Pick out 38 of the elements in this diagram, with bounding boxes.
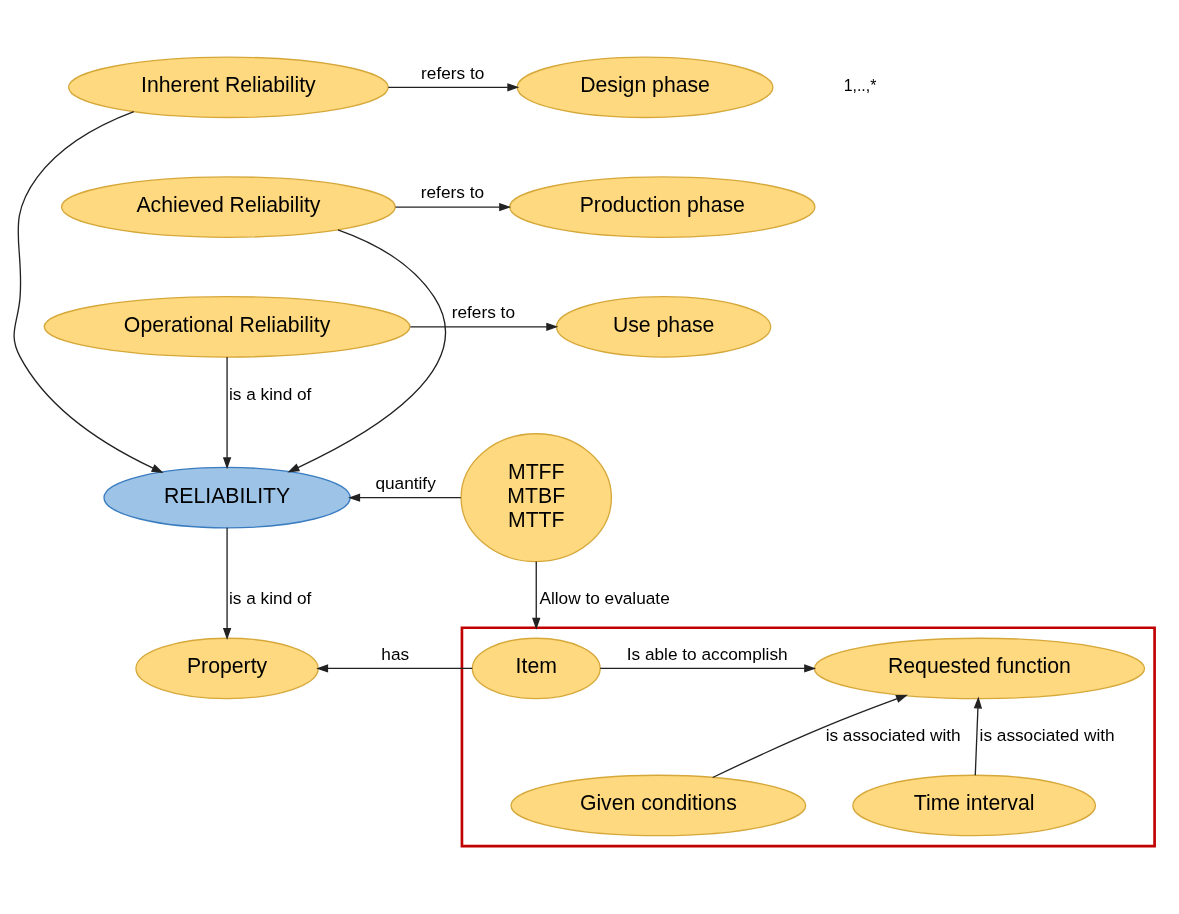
node-ellipse: Time interval xyxy=(852,774,1097,837)
edge-label: is associated with xyxy=(979,725,1115,746)
node-ellipse: Production phase xyxy=(509,176,816,238)
arrow xyxy=(348,493,462,502)
node-ellipse: Achieved Reliability xyxy=(60,176,396,238)
arrow xyxy=(387,83,520,92)
arrow xyxy=(394,202,512,212)
node-ellipse: Given conditions xyxy=(510,774,807,837)
node-ellipse: MTFF MTBF MTTF xyxy=(460,433,613,563)
edge-label: quantify xyxy=(375,472,436,493)
arrow xyxy=(973,696,983,776)
arrow xyxy=(532,560,541,630)
edge-label: is a kind of xyxy=(229,383,312,404)
node-ellipse: Operational Reliability xyxy=(43,296,411,358)
arrow xyxy=(287,229,447,473)
arrow xyxy=(712,694,908,779)
edge-label: is a kind of xyxy=(229,588,312,609)
edge-label: refers to xyxy=(420,182,485,203)
arrow xyxy=(599,664,817,673)
node-ellipse: Requested function xyxy=(813,637,1146,700)
node-ellipse: Use phase xyxy=(555,296,772,358)
node-ellipse: Property xyxy=(135,637,319,700)
arrow xyxy=(316,664,473,673)
label: 1,..,* xyxy=(843,77,877,95)
edge-label: refers to xyxy=(451,302,515,323)
arrow xyxy=(222,356,232,470)
arrow xyxy=(409,322,559,332)
cluster xyxy=(460,626,1156,848)
node-ellipse: Inherent Reliability xyxy=(67,56,389,119)
arrow xyxy=(222,527,232,641)
edge-label: Is able to accomplish xyxy=(626,643,788,664)
edge-label: Allow to evaluate xyxy=(539,588,670,609)
arrow xyxy=(13,110,164,473)
edge-label: is associated with xyxy=(825,725,961,746)
node-ellipse: Design phase xyxy=(516,56,774,119)
node-ellipse: Item xyxy=(471,637,601,700)
edge-label: has xyxy=(381,643,410,664)
edge-label: refers to xyxy=(421,62,485,83)
